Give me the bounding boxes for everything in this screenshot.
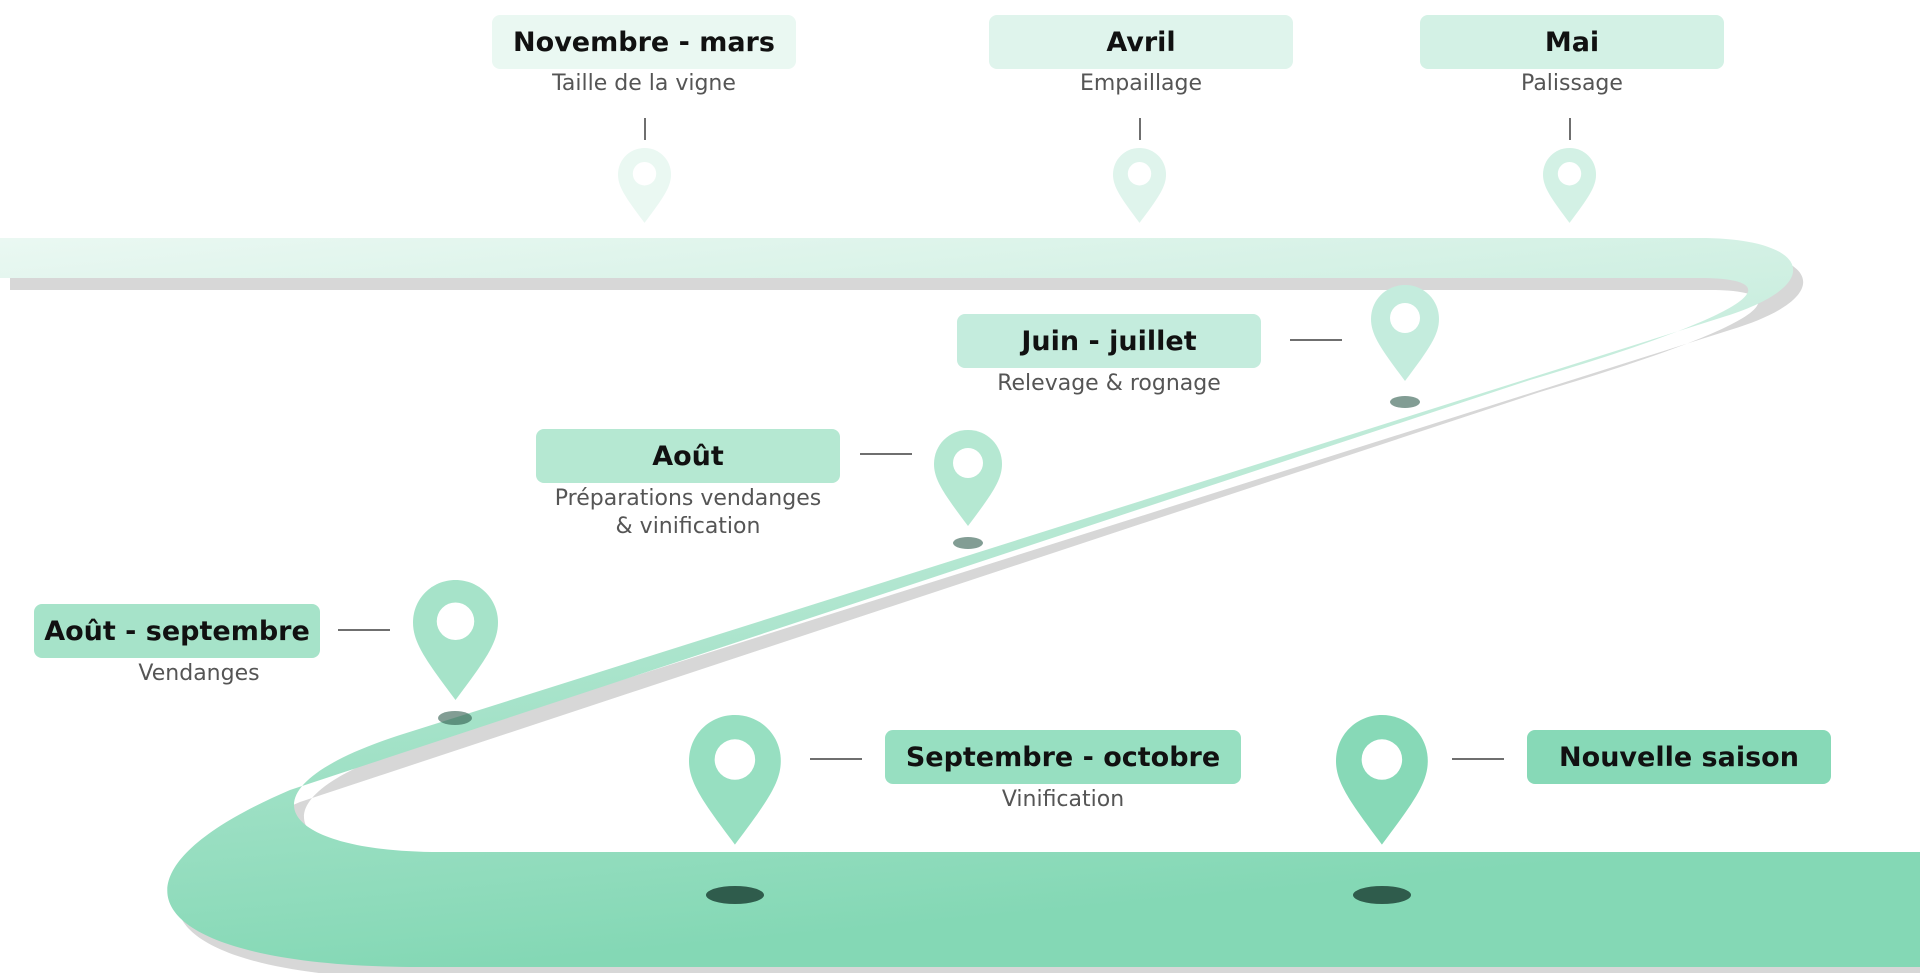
activity-label: Vendanges (138, 661, 260, 686)
period-badge: Juin - juillet (957, 314, 1261, 368)
map-pin-icon (1336, 715, 1428, 845)
activity-label: Empaillage (1079, 71, 1203, 96)
road-anchor-dot (1390, 396, 1420, 408)
period-badge: Avril (989, 15, 1293, 69)
period-badge: Mai (1420, 15, 1724, 69)
map-pin-icon (934, 430, 1002, 526)
map-pin-icon (618, 148, 672, 223)
map-pin-icon (1371, 285, 1439, 381)
road-anchor-dot (438, 711, 472, 725)
connector-line (810, 758, 862, 760)
road-anchor-dot (706, 886, 764, 904)
map-pin-icon (1543, 148, 1597, 223)
connector-line (1452, 758, 1504, 760)
connector-line (644, 118, 646, 140)
road-anchor-dot (1353, 886, 1411, 904)
activity-label: Taille de la vigne (552, 71, 736, 96)
activity-label: Vinification (1001, 787, 1125, 812)
period-badge: Septembre - octobre (885, 730, 1241, 784)
period-badge: Août - septembre (34, 604, 320, 658)
road-surface (0, 238, 1920, 967)
road-anchor-dot (953, 537, 983, 549)
map-pin-icon (412, 580, 498, 700)
map-pin-icon (689, 715, 781, 845)
connector-line (338, 629, 390, 631)
connector-line (1290, 339, 1342, 341)
activity-label: Préparations vendanges & vinification (554, 486, 822, 539)
activity-label: Relevage & rognage (997, 371, 1221, 396)
connector-line (1569, 118, 1571, 140)
period-badge: Novembre - mars (492, 15, 796, 69)
connector-line (1139, 118, 1141, 140)
period-badge: Août (536, 429, 840, 483)
connector-line (860, 453, 912, 455)
map-pin-icon (1113, 148, 1167, 223)
activity-label: Palissage (1521, 71, 1623, 96)
period-badge: Nouvelle saison (1527, 730, 1831, 784)
